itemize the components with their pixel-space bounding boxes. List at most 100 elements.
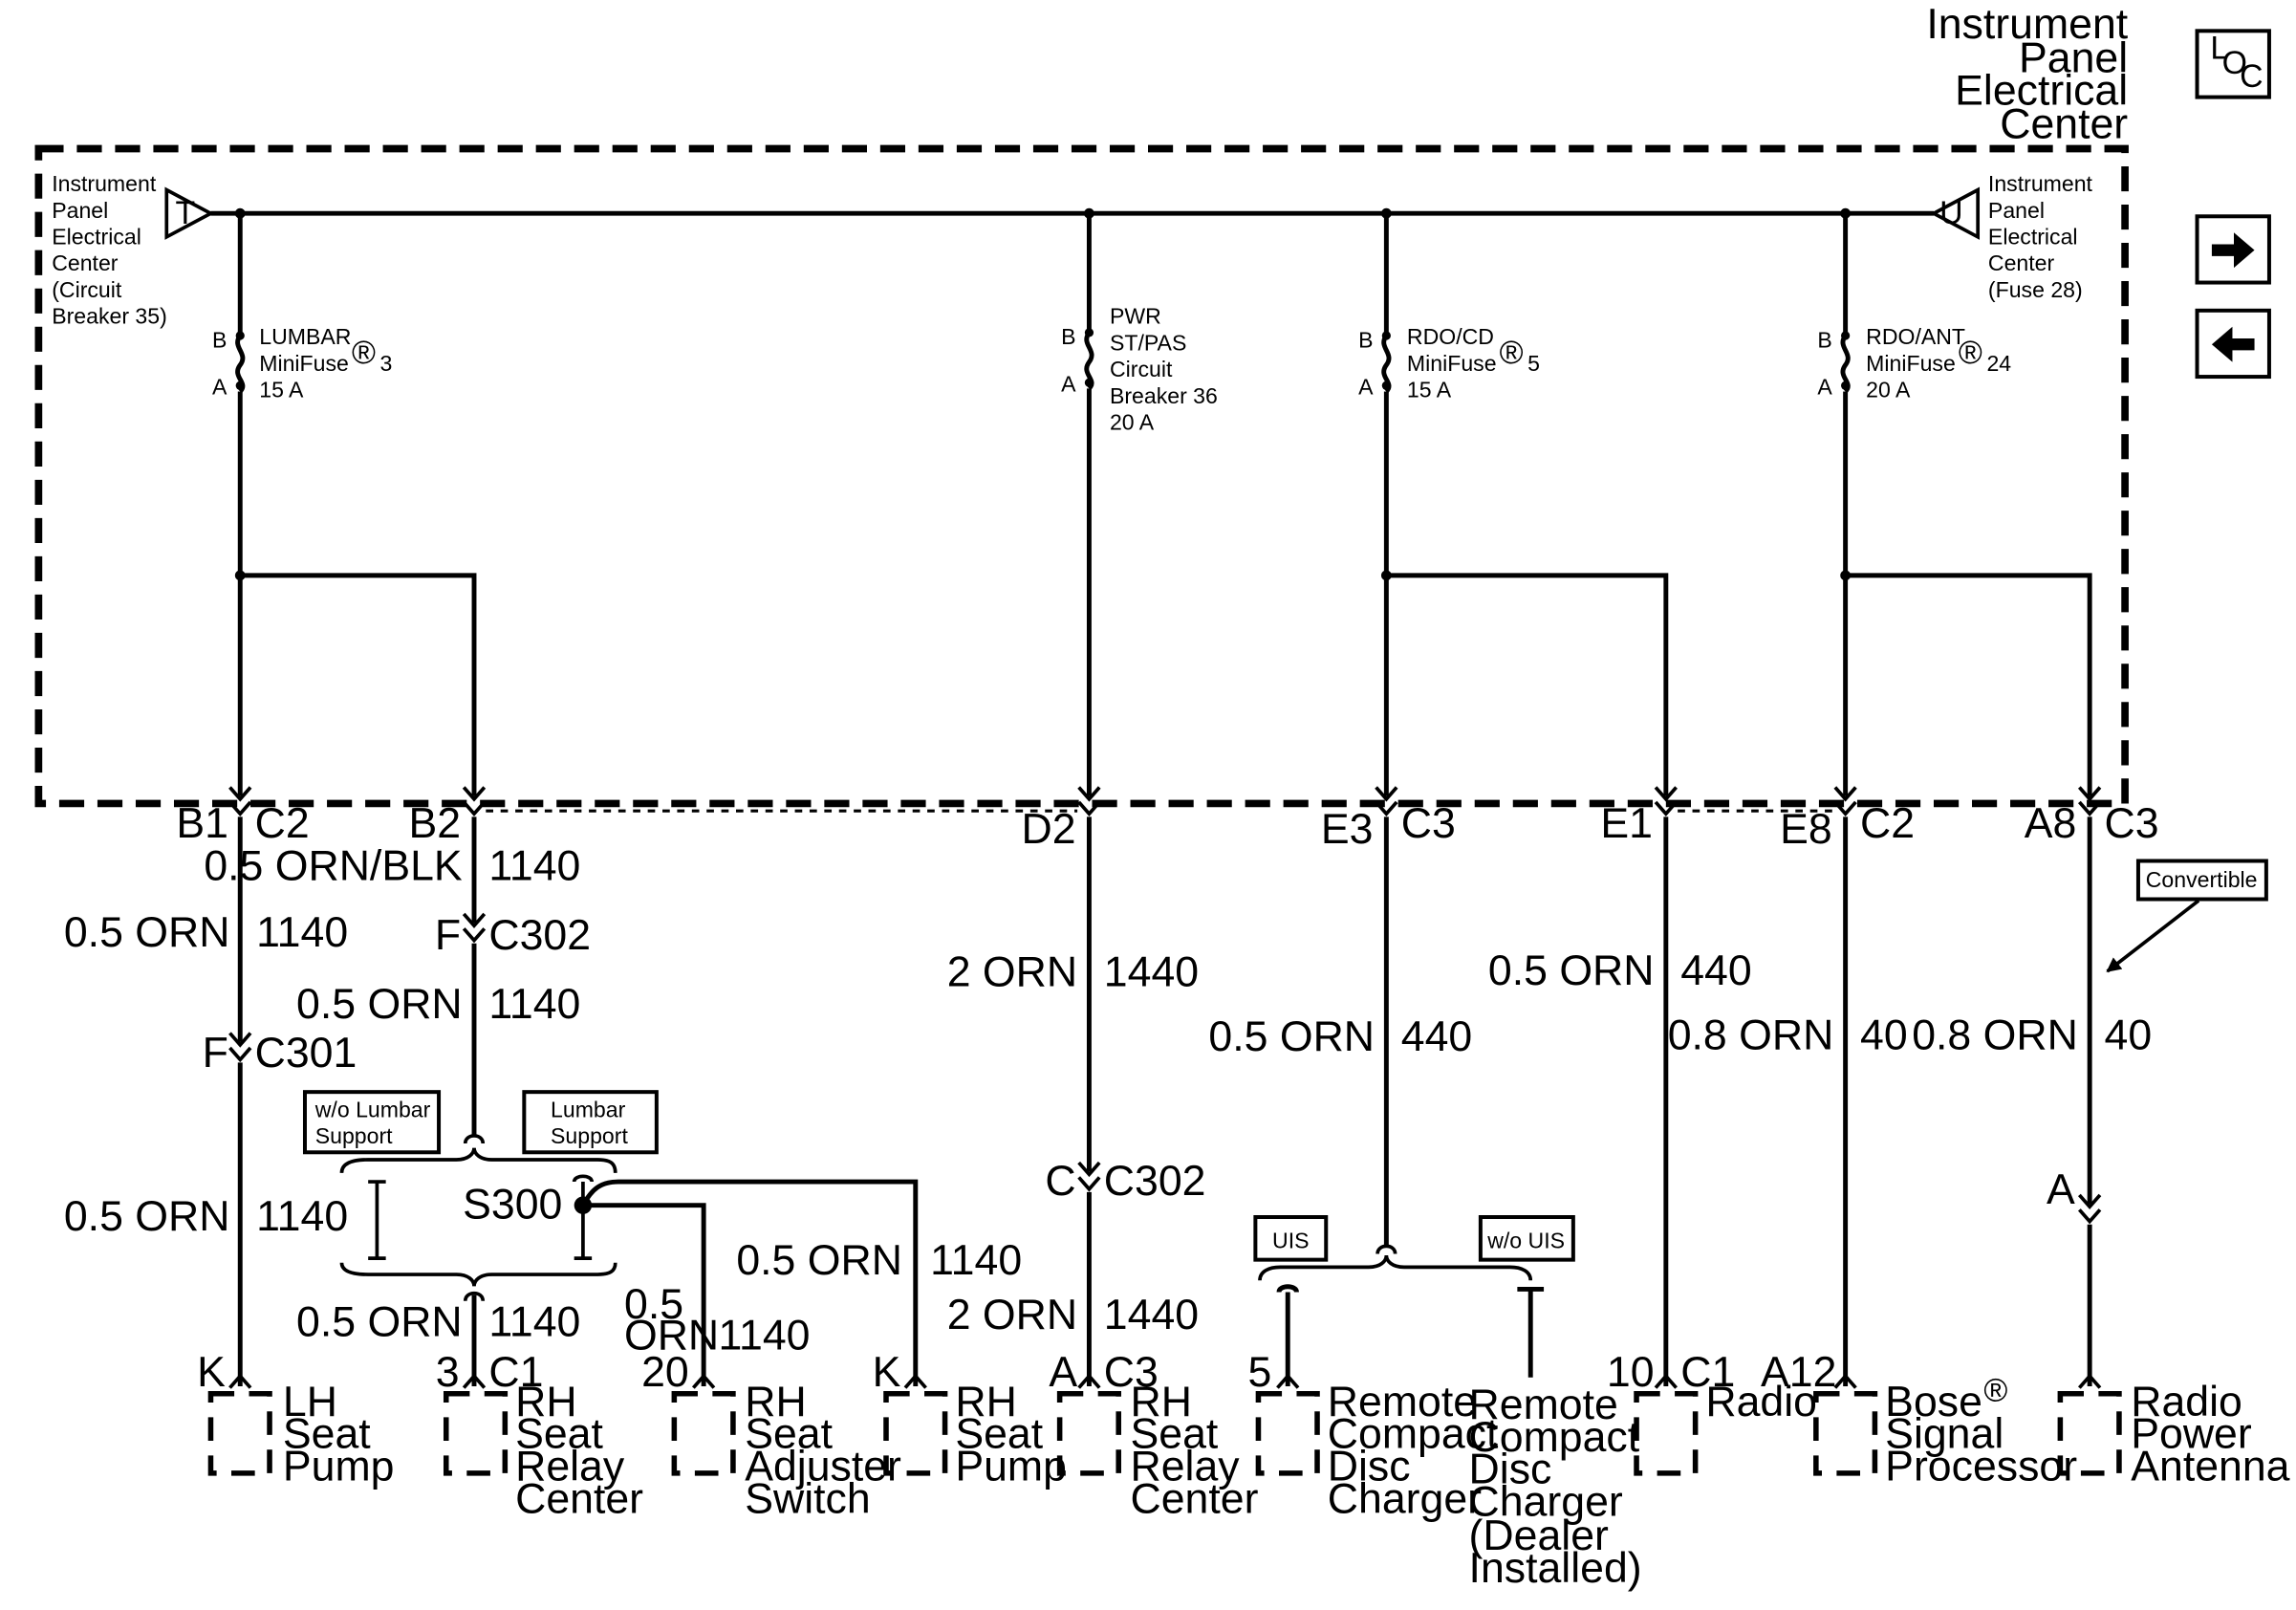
title-line: Instrument	[1926, 1, 2128, 48]
svg-text:Processor: Processor	[1885, 1444, 2077, 1490]
component-lh-seat-pump: K LH Seat Pump	[197, 1349, 394, 1490]
previous-page-button[interactable]	[2195, 308, 2271, 380]
circuit-lh-seat-pump: 0.5 ORN 1140 F C301 0.5 ORN 1140	[64, 816, 357, 1387]
svg-text:ORN: ORN	[624, 1313, 719, 1360]
svg-text:A: A	[2047, 1166, 2075, 1213]
svg-text:Disc: Disc	[1469, 1447, 1552, 1493]
svg-text:1140: 1140	[930, 1237, 1022, 1284]
svg-text:Bose®: Bose®	[1885, 1372, 2007, 1425]
svg-text:1440: 1440	[1104, 948, 1199, 995]
option-wo-lumbar-support: w/o Lumbar Support	[302, 1090, 442, 1155]
svg-text:Convertible: Convertible	[2146, 867, 2258, 892]
svg-text:S300: S300	[463, 1182, 562, 1229]
svg-text:F: F	[435, 912, 461, 959]
svg-text:2 ORN: 2 ORN	[947, 948, 1077, 995]
source-label-left: Instrument Panel Electrical Center (Circ…	[52, 171, 167, 329]
svg-text:1140: 1140	[256, 1193, 348, 1240]
svg-text:Circuit: Circuit	[1110, 357, 1173, 381]
boundary-connector-marks	[228, 786, 2102, 817]
splice-s300: S300 0.5 ORN 1140 0.5 ORN 1140	[463, 1179, 1022, 1387]
svg-text:3: 3	[436, 1349, 460, 1396]
svg-text:1140: 1140	[488, 843, 580, 890]
svg-text:10: 10	[1607, 1349, 1655, 1396]
svg-text:RH: RH	[955, 1379, 1016, 1425]
svg-text:A: A	[1049, 1349, 1077, 1396]
svg-text:0.5 ORN: 0.5 ORN	[736, 1237, 902, 1284]
svg-text:C301: C301	[255, 1030, 357, 1077]
svg-text:A: A	[1817, 375, 1832, 400]
svg-text:Lumbar: Lumbar	[551, 1097, 626, 1121]
svg-text:Panel: Panel	[1988, 198, 2045, 223]
svg-text:Center: Center	[1988, 250, 2055, 275]
svg-text:0.5 ORN: 0.5 ORN	[296, 981, 463, 1028]
svg-text:C1: C1	[1680, 1349, 1735, 1396]
component-rh-seat-relay-center-c3: A C3 RH Seat Relay Center	[1049, 1349, 1258, 1522]
svg-text:0.5 ORN: 0.5 ORN	[296, 1299, 463, 1346]
svg-text:Center: Center	[515, 1475, 643, 1522]
source-label-right: Instrument Panel Electrical Center (Fuse…	[1988, 171, 2093, 302]
next-page-button[interactable]	[2195, 214, 2271, 285]
component-pin-marks	[228, 1373, 2102, 1389]
fuse-lumbar: B A LUMBAR MiniFuse®3 15 A	[212, 213, 392, 576]
fuse-rdo-cd: B A RDO/CD MiniFuse®5 15 A	[1358, 213, 1540, 796]
svg-text:K: K	[197, 1349, 226, 1396]
svg-text:5: 5	[1247, 1349, 1271, 1396]
loc-button[interactable]: L O C	[2195, 29, 2271, 99]
svg-text:C302: C302	[1104, 1158, 1206, 1205]
svg-text:MiniFuse®3: MiniFuse®3	[259, 335, 392, 376]
right-arrow-icon	[2211, 232, 2255, 269]
circuit-breaker-pwr-st-pas: B A PWR ST/PAS Circuit Breaker 36 20 A	[1061, 213, 1218, 796]
svg-text:Relay: Relay	[1131, 1444, 1241, 1490]
svg-text:0.5 ORN/BLK: 0.5 ORN/BLK	[204, 843, 463, 890]
svg-text:(Circuit: (Circuit	[52, 277, 122, 302]
svg-text:(Dealer: (Dealer	[1469, 1512, 1609, 1559]
option-uis: UIS	[1253, 1215, 1329, 1262]
left-arrow-icon	[2211, 326, 2255, 362]
svg-text:PWR: PWR	[1110, 304, 1161, 329]
circuit-power-antenna: 0.8 ORN 40 A	[1912, 816, 2152, 1387]
svg-text:Radio: Radio	[2131, 1379, 2242, 1425]
circuit-b2-lumbar: 0.5 ORN/BLK 1140 F C302 0.5 ORN 1140 0.5…	[204, 816, 617, 1387]
svg-text:Antenna: Antenna	[2131, 1444, 2289, 1490]
svg-text:Electrical: Electrical	[52, 225, 141, 250]
svg-text:Compact: Compact	[1328, 1411, 1499, 1458]
title-line: Electrical	[1955, 67, 2128, 114]
svg-text:w/o UIS: w/o UIS	[1486, 1228, 1565, 1252]
source-terminal-u: U	[1930, 186, 1981, 240]
electrical-center-boundary	[34, 144, 2129, 808]
page-title: Instrument Panel Electrical Center	[1926, 1, 2128, 148]
svg-text:Remote: Remote	[1469, 1382, 1618, 1428]
circuit-rdo-cd-charger: 0.5 ORN 440	[1208, 816, 1545, 1387]
svg-text:E1: E1	[1600, 800, 1653, 847]
svg-text:Seat: Seat	[283, 1411, 371, 1458]
svg-text:w/o Lumbar: w/o Lumbar	[314, 1097, 431, 1121]
svg-text:B: B	[1817, 327, 1831, 352]
svg-text:Support: Support	[315, 1123, 393, 1148]
svg-text:B: B	[1358, 327, 1373, 352]
component-rh-seat-adjuster-switch: 20 RH Seat Adjuster Switch	[641, 1349, 901, 1522]
svg-text:Pump: Pump	[283, 1444, 395, 1490]
option-wo-uis: w/o UIS	[1478, 1215, 1575, 1262]
option-lumbar-support: Lumbar Support	[522, 1090, 659, 1155]
svg-text:C1: C1	[488, 1349, 543, 1396]
svg-text:A8: A8	[2025, 800, 2077, 847]
svg-text:Seat: Seat	[1131, 1411, 1219, 1458]
source-terminal-t: T	[164, 186, 215, 240]
fuse-rdo-ant: B A RDO/ANT MiniFuse®24 20 A	[1817, 213, 2011, 796]
svg-text:LH: LH	[283, 1379, 337, 1425]
svg-text:C: C	[1045, 1158, 1075, 1205]
svg-text:Charger: Charger	[1328, 1475, 1482, 1522]
svg-text:1140: 1140	[488, 981, 580, 1028]
svg-text:Seat: Seat	[515, 1411, 603, 1458]
svg-text:1140: 1140	[719, 1313, 811, 1360]
svg-text:Panel: Panel	[52, 198, 108, 223]
internal-branches	[234, 570, 2092, 796]
svg-text:A: A	[212, 375, 227, 400]
svg-text:0.5 ORN: 0.5 ORN	[64, 1193, 230, 1240]
title-line: Panel	[2019, 34, 2128, 81]
svg-text:Switch: Switch	[745, 1475, 870, 1522]
component-bose-signal-processor: A12 Bose® Signal Processor	[1761, 1349, 2077, 1490]
loc-letter-o: O	[2222, 45, 2247, 81]
svg-text:RH: RH	[515, 1379, 576, 1425]
